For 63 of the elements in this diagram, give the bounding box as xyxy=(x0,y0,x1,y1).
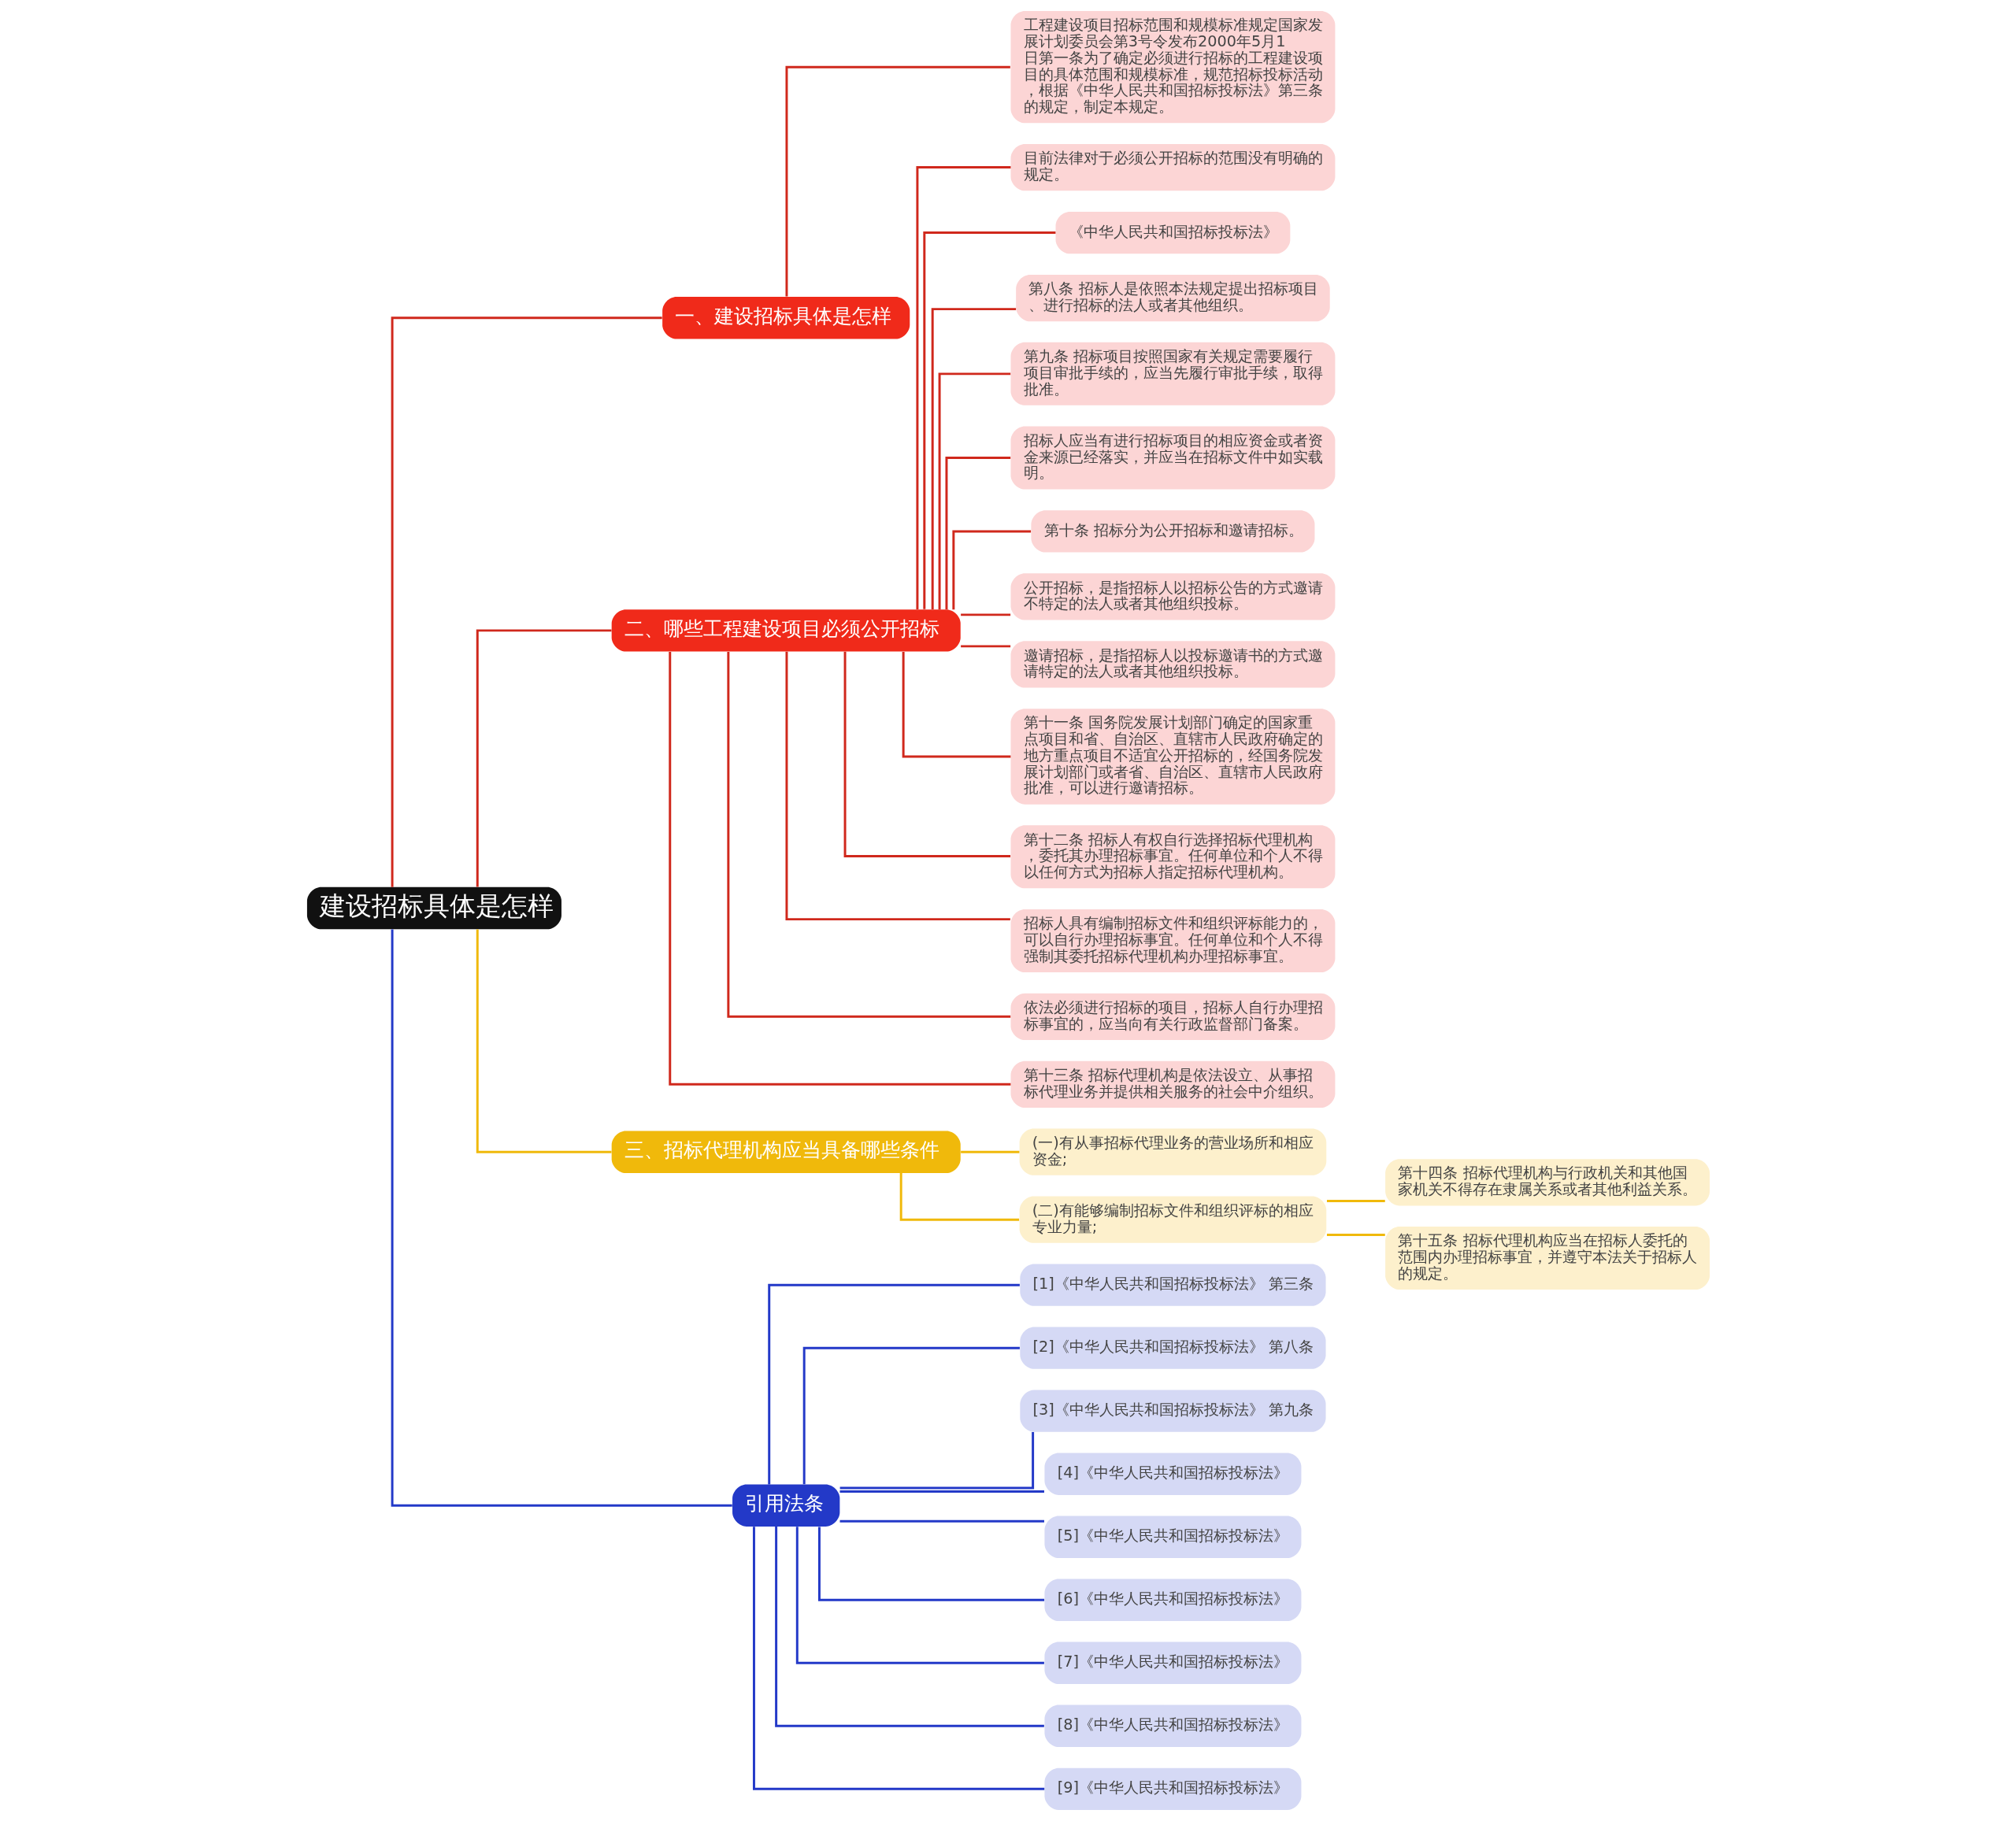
connector xyxy=(931,308,1016,610)
connector xyxy=(784,651,1010,921)
node-box: 第十一条 国务院发展计划部门确定的国家重点项目和省、自治区、直辖市人民政府确定的地方重点项目不适宜公开招标的，经国务院发展计划部门或者省、自治区、直辖市人民政府批准，可以进行邀请招标。 xyxy=(1010,709,1335,805)
node-box: [3]《中华人民共和国招标投标法》 第九条 xyxy=(1019,1390,1326,1432)
connector xyxy=(960,613,1010,616)
node-box: 目前法律对于必须公开招标的范围没有明确的规定。 xyxy=(1010,143,1335,191)
node-box: 依法必须进行招标的项目，招标人自行办理招标事宜的，应当向有关行政监督部门备案。 xyxy=(1010,993,1335,1040)
node-box: 三、招标代理机构应当具备哪些条件 xyxy=(611,1131,961,1173)
node-box: [4]《中华人民共和国招标投标法》 xyxy=(1043,1453,1301,1495)
connector xyxy=(391,929,732,1507)
node-box: 第十条 招标分为公开招标和邀请招标。 xyxy=(1030,510,1314,553)
node-box: [5]《中华人民共和国招标投标法》 xyxy=(1043,1516,1301,1558)
node-box: 引用法条 xyxy=(732,1484,839,1527)
connector xyxy=(945,457,1010,609)
node-box: 第十三条 招标代理机构是依法设立、从事招标代理业务并提供相关服务的社会中介组织。 xyxy=(1010,1060,1335,1108)
node-box: 第八条 招标人是依照本法规定提出招标项目、进行招标的法人或者其他组织。 xyxy=(1015,274,1330,322)
connector xyxy=(391,316,662,887)
connector xyxy=(752,1527,1044,1790)
connector xyxy=(960,645,1010,648)
node-box: [9]《中华人民共和国招标投标法》 xyxy=(1043,1767,1301,1810)
node-box: 第九条 招标项目按照国家有关规定需要履行项目审批手续的，应当先履行审批手续，取得批准。 xyxy=(1010,342,1335,405)
connector xyxy=(899,1172,1019,1221)
connector xyxy=(476,629,611,887)
connector xyxy=(774,1527,1044,1727)
node-box: [8]《中华人民共和国招标投标法》 xyxy=(1043,1704,1301,1747)
node-box: [1]《中华人民共和国招标投标法》 第三条 xyxy=(1019,1264,1326,1306)
connector xyxy=(784,65,1010,297)
connector xyxy=(839,1431,1034,1490)
node-box: 二、哪些工程建设项目必须公开招标 xyxy=(611,609,961,652)
connector xyxy=(839,1490,1044,1493)
connector xyxy=(767,1283,1020,1485)
node-box: 《中华人民共和国招标投标法》 xyxy=(1055,211,1290,254)
connector xyxy=(1326,1200,1385,1202)
node-box: [7]《中华人民共和国招标投标法》 xyxy=(1043,1641,1301,1684)
connector xyxy=(726,651,1010,1018)
connector xyxy=(938,372,1010,610)
node-box: 建设招标具体是怎样 xyxy=(306,886,561,930)
node-box: 招标人应当有进行招标项目的相应资金或者资金来源已经落实，并应当在招标文件中如实载明。 xyxy=(1010,426,1335,490)
node-box: [6]《中华人民共和国招标投标法》 xyxy=(1043,1579,1301,1621)
connector xyxy=(817,1527,1044,1601)
connector xyxy=(1326,1233,1385,1236)
node-box: [2]《中华人民共和国招标投标法》 第八条 xyxy=(1019,1327,1326,1369)
node-box: 一、建设招标具体是怎样 xyxy=(662,297,910,339)
connector xyxy=(922,231,1055,609)
node-box: 第十二条 招标人有权自行选择招标代理机构，委托其办理招标事宜。任何单位和个人不得以任何方式为招标人指定招标代理机构。 xyxy=(1010,825,1335,889)
connector xyxy=(839,1519,1044,1523)
connector xyxy=(843,651,1010,858)
node-box: 工程建设项目招标范围和规模标准规定国家发展计划委员会第3号令发布2000年5月1日第一条为了确定必须进行招标的工程建设项目的具体范围和规模标准，规范招标投标活动，根据《中华人民共和国招标投标法》第三条的规定，制定本规定。 xyxy=(1010,11,1335,124)
connector xyxy=(902,652,1010,758)
node-box: 邀请招标，是指招标人以投标邀请书的方式邀请特定的法人或者其他组织投标。 xyxy=(1010,641,1335,688)
node-box: 招标人具有编制招标文件和组织评标能力的，可以自行办理招标事宜。任何单位和个人不得强制其委托招标代理机构办理招标事宜。 xyxy=(1010,909,1335,973)
node-box: 公开招标，是指招标人以招标公告的方式邀请不特定的法人或者其他组织投标。 xyxy=(1010,573,1335,620)
connector xyxy=(915,166,1010,610)
connector xyxy=(795,1527,1044,1664)
node-box: 第十五条 招标代理机构应当在招标人委托的范围内办理招标事宜，并遵守本法关于招标人的规定。 xyxy=(1384,1227,1710,1290)
connector xyxy=(802,1346,1020,1485)
connector xyxy=(476,929,611,1153)
node-box: 第十四条 招标代理机构与行政机关和其他国家机关不得存在隶属关系或者其他利益关系。 xyxy=(1384,1159,1710,1206)
connector xyxy=(951,530,1031,610)
node-box: (二)有能够编制招标文件和组织评标的相应专业力量; xyxy=(1019,1196,1326,1243)
connector xyxy=(960,1150,1019,1153)
connector xyxy=(668,651,1010,1086)
node-box: (一)有从事招标代理业务的营业场所和相应资金; xyxy=(1019,1128,1326,1175)
